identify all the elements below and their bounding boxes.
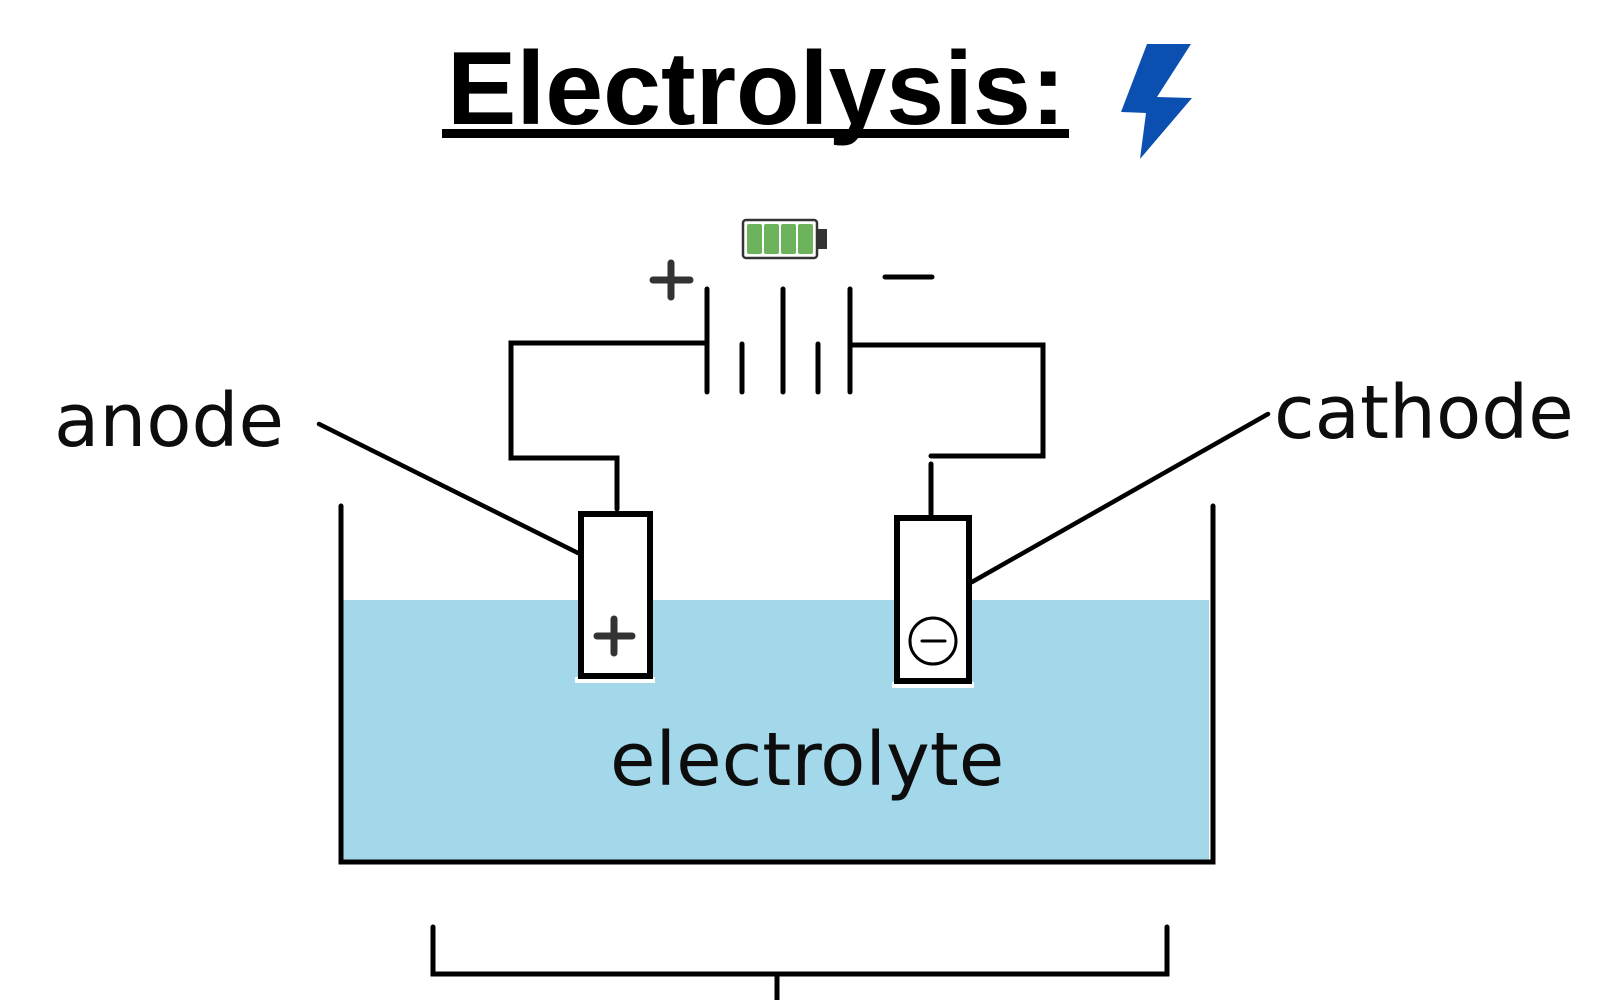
cathode-pointer-line	[969, 411, 1271, 585]
battery-cap	[818, 229, 827, 249]
battery-cells	[747, 224, 813, 254]
negative-sign-icon	[908, 616, 958, 666]
electrolyte-liquid	[342, 600, 1209, 860]
anode-pointer-line	[316, 421, 581, 556]
battery-cell	[747, 224, 762, 254]
cathode-electrode	[892, 515, 974, 688]
anode-wire	[508, 340, 708, 512]
battery-full-icon	[741, 218, 827, 260]
battery-cell	[781, 224, 796, 254]
battery-cell	[798, 224, 813, 254]
positive-terminal-sign	[649, 259, 694, 301]
electrolysis-tank	[338, 503, 1216, 865]
anode-electrode	[575, 511, 655, 683]
battery-cell	[764, 224, 779, 254]
anode-label: anode	[54, 378, 284, 464]
cathode-label: cathode	[1274, 370, 1574, 456]
bottom-bracket	[430, 924, 1170, 977]
diagram-title: Electrolysis:	[447, 31, 1066, 147]
lightning-bolt-icon	[1121, 44, 1192, 159]
electrolyte-label: electrolyte	[610, 717, 1004, 803]
battery-cell-symbol	[704, 286, 853, 395]
cathode-wire	[849, 342, 1046, 459]
title-underline	[442, 129, 1069, 138]
positive-sign-icon	[593, 615, 636, 657]
